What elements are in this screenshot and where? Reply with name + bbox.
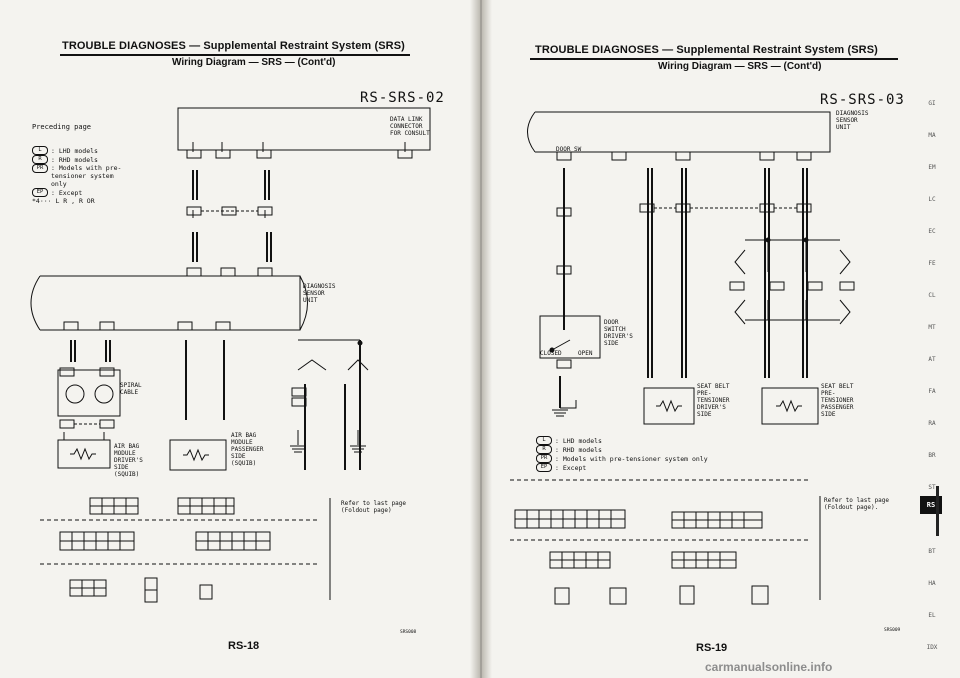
- section-tab-bt[interactable]: BT: [928, 548, 936, 555]
- right-header-rule: [530, 58, 898, 60]
- right-diagram-id: RS-SRS-03: [820, 92, 905, 108]
- tab-edge-marker: [936, 486, 939, 536]
- watermark: carmanualsonline.info: [705, 660, 833, 674]
- rhd-symbol-icon: R: [536, 445, 552, 454]
- section-tab-ra[interactable]: RA: [928, 420, 936, 427]
- left-figure-code: SRS008: [400, 630, 417, 635]
- airbag-driver-label: AIR BAG MODULE DRIVER'S SIDE (SQUIB): [114, 443, 143, 478]
- right-legend: L: LHD models R: RHD models PR: Models w…: [536, 436, 736, 472]
- legend-text: : RHD models: [51, 155, 98, 164]
- data-link-connector-label: DATA LINK CONNECTOR FOR CONSULT: [390, 116, 430, 137]
- left-legend: L: LHD models R: RHD models PR: Models w…: [32, 146, 152, 205]
- right-figure-code: SRS009: [884, 628, 901, 633]
- right-header-title: TROUBLE DIAGNOSES — Supplemental Restrai…: [535, 44, 878, 56]
- open-label: OPEN: [578, 350, 593, 357]
- section-tab-mt[interactable]: MT: [928, 324, 936, 331]
- section-tab-fe[interactable]: FE: [928, 260, 936, 267]
- right-refer-note: Refer to last page (Foldout page).: [824, 497, 890, 511]
- section-tab-at[interactable]: AT: [928, 356, 936, 363]
- section-tab-el[interactable]: EL: [928, 612, 936, 619]
- section-tab-gi[interactable]: GI: [928, 100, 936, 107]
- legend-text: : Except: [51, 188, 83, 197]
- right-page-number: RS-19: [696, 642, 728, 654]
- section-tab-ec[interactable]: EC: [928, 228, 936, 235]
- spiral-cable-label: SPIRAL CABLE: [120, 382, 142, 396]
- legend-text: : LHD models: [555, 436, 602, 445]
- left-diagnosis-unit-label: DIAGNOSIS SENSOR UNIT: [303, 283, 336, 304]
- legend-text: : Except: [555, 463, 587, 472]
- left-refer-note: Refer to last page (Foldout page): [341, 500, 407, 514]
- section-tab-strip: [910, 0, 960, 678]
- left-header-title: TROUBLE DIAGNOSES — Supplemental Restrai…: [62, 40, 405, 52]
- data-link-box: [177, 107, 431, 151]
- pretensioner-symbol-icon: PR: [536, 454, 552, 463]
- preceding-page-label: Preceding page: [32, 123, 92, 131]
- airbag-passenger-label: AIR BAG MODULE PASSENGER SIDE (SQUIB): [231, 432, 264, 467]
- closed-label: CLOSED: [540, 350, 562, 357]
- left-header-rule: [60, 54, 410, 56]
- lhd-symbol-icon: L: [536, 436, 552, 445]
- legend-text: : Models with pre-tensioner system only: [555, 454, 708, 463]
- left-header-subtitle: Wiring Diagram — SRS — (Cont'd): [172, 57, 336, 68]
- door-sw-label: DOOR SW: [556, 146, 582, 153]
- left-diagram-id: RS-SRS-02: [360, 90, 445, 106]
- legend-text: : Models with pre-tensioner system only: [51, 164, 122, 188]
- door-switch-label: DOOR SWITCH DRIVER'S SIDE: [604, 319, 633, 347]
- right-header-subtitle: Wiring Diagram — SRS — (Cont'd): [658, 61, 822, 72]
- pretensioner-symbol-icon: PR: [32, 164, 48, 173]
- left-page: [0, 0, 480, 678]
- section-tab-cl[interactable]: CL: [928, 292, 936, 299]
- rhd-symbol-icon: R: [32, 155, 48, 164]
- except-symbol-icon: EP: [536, 463, 552, 472]
- lhd-symbol-icon: L: [32, 146, 48, 155]
- seatbelt-driver-label: SEAT BELT PRE- TENSIONER DRIVER'S SIDE: [697, 383, 730, 418]
- section-tab-em[interactable]: EM: [928, 164, 936, 171]
- section-tab-lc[interactable]: LC: [928, 196, 936, 203]
- section-tab-idx[interactable]: IDX: [926, 644, 938, 651]
- section-tab-ma[interactable]: MA: [928, 132, 936, 139]
- right-page: [480, 0, 910, 678]
- section-tab-br[interactable]: BR: [928, 452, 936, 459]
- right-diagnosis-unit-label: DIAGNOSIS SENSOR UNIT: [836, 110, 869, 131]
- book-gutter: [470, 0, 492, 678]
- legend-text: : LHD models: [51, 146, 98, 155]
- section-tab-ha[interactable]: HA: [928, 580, 936, 587]
- except-symbol-icon: EP: [32, 188, 48, 197]
- left-page-number: RS-18: [228, 640, 260, 652]
- legend-text: *4··· L R , R OR: [32, 197, 95, 205]
- section-tab-st[interactable]: ST: [928, 484, 936, 491]
- seatbelt-passenger-label: SEAT BELT PRE- TENSIONER PASSENGER SIDE: [821, 383, 854, 418]
- section-tab-fa[interactable]: FA: [928, 388, 936, 395]
- legend-text: : RHD models: [555, 445, 602, 454]
